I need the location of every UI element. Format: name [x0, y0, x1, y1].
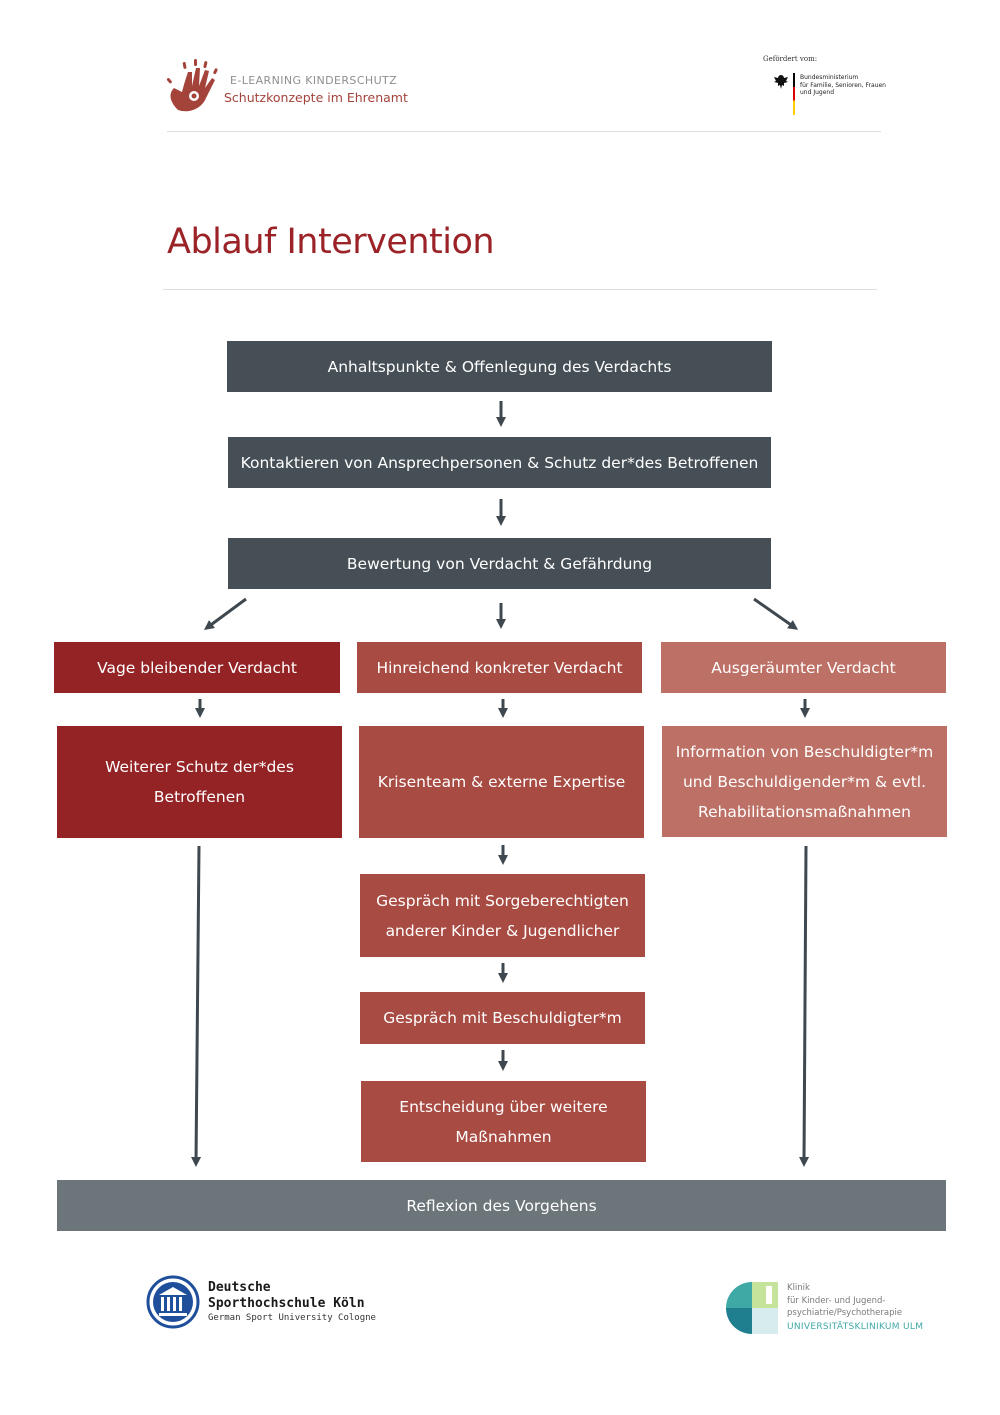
box-reflection-label: Reflexion des Vorgehens	[406, 1196, 597, 1215]
box-cleared-suspicion-label: Ausgeräumter Verdacht	[711, 658, 896, 677]
logo-line-1: E-LEARNING KINDERSCHUTZ	[230, 74, 398, 87]
funder-name: Bundesministerium für Familie, Senioren,…	[800, 74, 900, 97]
logo-line-2: Schutzkonzepte im Ehrenamt	[224, 90, 408, 105]
arrow-step3-left	[203, 597, 247, 630]
box-further-protection-line: Betroffenen	[153, 788, 246, 806]
arrow-left-reflection	[191, 845, 202, 1167]
box-vague-suspicion-label: Vage bleibender Verdacht	[97, 658, 297, 677]
box-reflection: Reflexion des Vorgehens	[57, 1180, 946, 1231]
ulm-clinic-line: Klinik	[787, 1283, 810, 1293]
box-concrete-suspicion: Hinreichend konkreter Verdacht	[357, 642, 642, 693]
box-accused-talk: Gespräch mit Beschuldigter*m	[360, 992, 645, 1044]
page-title: Ablauf Intervention	[167, 222, 495, 262]
funder-label: Gefördert vom:	[763, 55, 818, 63]
box-guardian-talk-line: Gespräch mit Sorgeberechtigten	[376, 891, 629, 910]
funder-name-line: und Jugend	[800, 89, 835, 96]
flag-bar	[793, 73, 795, 115]
box-accused-talk-label: Gespräch mit Beschuldigter*m	[383, 1009, 622, 1027]
arrow-right-reflection	[799, 845, 810, 1167]
ulm-clinic-logo-icon	[726, 1282, 778, 1334]
box-further-protection: Weiterer Schutz der*des Betroffenen	[57, 726, 342, 838]
box-step1-label: Anhaltspunkte & Offenlegung des Verdacht…	[327, 357, 672, 376]
ulm-clinic-name: UNIVERSITÄTSKLINIKUM ULM	[787, 1322, 924, 1332]
dshs-name-line2: Sporthochschule Köln	[208, 1296, 365, 1311]
box-step2-label: Kontaktieren von Ansprechpersonen & Schu…	[240, 453, 759, 472]
box-information: Information von Beschuldigter*m und Besc…	[662, 726, 947, 837]
box-vague-suspicion: Vage bleibender Verdacht	[54, 642, 340, 693]
header-divider	[167, 131, 881, 132]
dshs-name-line1: Deutsche	[208, 1280, 271, 1295]
box-information-line: Information von Beschuldigter*m	[675, 742, 934, 761]
box-step3: Bewertung von Verdacht & Gefährdung	[228, 538, 771, 589]
columns-seal-icon	[146, 1275, 200, 1329]
hand-print-icon	[166, 59, 218, 112]
box-cleared-suspicion: Ausgeräumter Verdacht	[661, 642, 946, 693]
box-decision-line: Entscheidung über weitere	[399, 1097, 608, 1116]
funder-name-line: Bundesministerium	[800, 74, 859, 81]
box-decision-line: Maßnahmen	[455, 1127, 552, 1146]
ulm-clinic-text: Klinik für Kinder- und Jugend- psychiatr…	[787, 1282, 902, 1320]
federal-eagle-icon	[774, 75, 788, 89]
box-crisis-team: Krisenteam & externe Expertise	[359, 726, 644, 838]
box-guardian-talk-line: anderer Kinder & Jugendlicher	[385, 921, 620, 940]
arrow-step3-right	[753, 597, 799, 630]
ulm-clinic-line: psychiatrie/Psychotherapie	[787, 1308, 903, 1318]
ulm-clinic-line: für Kinder- und Jugend-	[787, 1295, 886, 1306]
dshs-name-line3: German Sport University Cologne	[208, 1313, 376, 1323]
box-step2: Kontaktieren von Ansprechpersonen & Schu…	[228, 437, 771, 488]
box-guardian-talk: Gespräch mit Sorgeberechtigten anderer K…	[360, 874, 645, 957]
title-divider	[163, 289, 877, 290]
funder-name-line: für Familie, Senioren, Frauen	[800, 81, 886, 89]
box-crisis-team-label: Krisenteam & externe Expertise	[377, 773, 626, 791]
box-further-protection-line: Weiterer Schutz der*des	[105, 758, 294, 776]
box-concrete-suspicion-label: Hinreichend konkreter Verdacht	[376, 658, 623, 677]
box-information-line: Rehabilitationsmaßnahmen	[698, 802, 911, 821]
box-step3-label: Bewertung von Verdacht & Gefährdung	[346, 554, 653, 573]
box-decision: Entscheidung über weitere Maßnahmen	[361, 1081, 646, 1162]
box-step1: Anhaltspunkte & Offenlegung des Verdacht…	[227, 341, 772, 392]
box-information-line: und Beschuldigender*m & evtl.	[682, 772, 927, 791]
